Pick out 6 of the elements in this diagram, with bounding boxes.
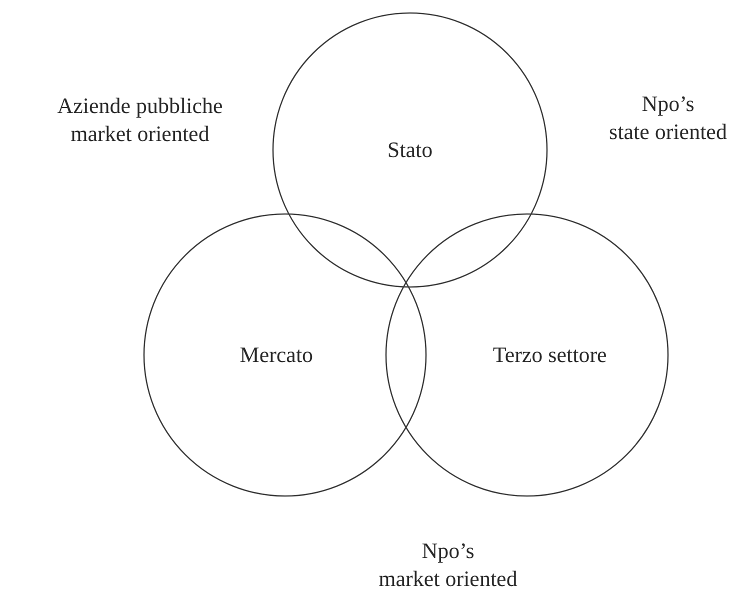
region-note: Npo’s state oriented	[609, 90, 727, 146]
circle-label: Stato	[387, 137, 433, 163]
region-note: Npo’s market oriented	[378, 537, 518, 593]
circle-label: Mercato	[240, 342, 314, 368]
circle-label: Terzo settore	[492, 342, 607, 368]
region-note: Aziende pubbliche market oriented	[57, 92, 223, 148]
